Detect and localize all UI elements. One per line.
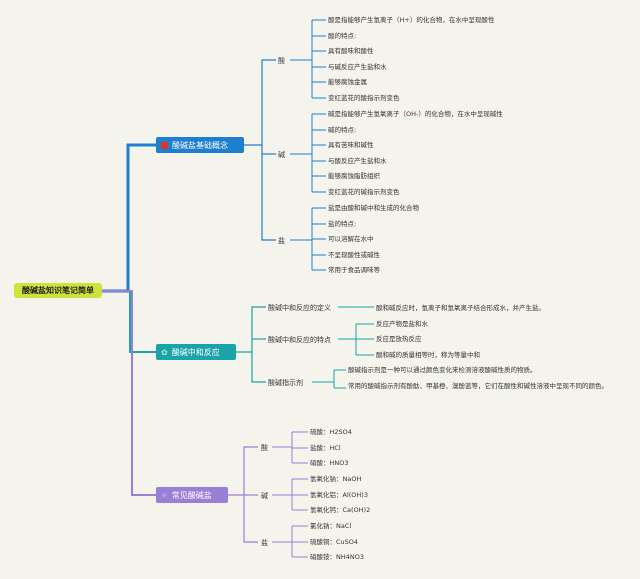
group-label-acid[interactable]: 酸	[278, 57, 285, 65]
leaf[interactable]: 不呈现酸性或碱性	[328, 251, 380, 259]
group-label-acid[interactable]: 酸	[261, 444, 268, 452]
leaf[interactable]: 氢氧化钙：Ca(OH)2	[310, 506, 371, 514]
connector-line	[290, 20, 313, 98]
leaf[interactable]: 硫酸铜：CuSO4	[310, 538, 359, 546]
connector-line	[312, 370, 335, 388]
leaf[interactable]: 具有苦味和碱性	[328, 141, 374, 149]
branch-basic-concepts[interactable]: 酸碱盐基础概念	[156, 137, 244, 153]
red-square-icon	[161, 141, 168, 149]
leaf[interactable]: 具有酸味和酸性	[328, 47, 374, 55]
leaf[interactable]: 氢氧化铝：Al(OH)3	[310, 491, 368, 499]
leaf[interactable]: 盐的特点:	[328, 220, 357, 228]
connector-line	[338, 324, 357, 355]
group-label-indicator[interactable]: 酸碱指示剂	[268, 379, 303, 387]
leaf[interactable]: 反应产物是盐和水	[376, 320, 428, 328]
group-label-features[interactable]: 酸碱中和反应的特点	[268, 336, 331, 344]
leaf[interactable]: 氢氧化钠：NaOH	[310, 475, 362, 483]
leaf[interactable]: 盐是由酸和碱中和生成的化合物	[328, 204, 419, 212]
leaf[interactable]: 能够腐蚀金属	[328, 78, 367, 86]
leaf[interactable]: 与酸反应产生盐和水	[328, 157, 387, 165]
leaf[interactable]: 碱是指能够产生氢氧离子（OH-）的化合物，在水中呈现碱性	[328, 110, 503, 118]
branch-common[interactable]: ✧ 常见酸碱盐	[156, 487, 228, 503]
flower-icon: ✿	[161, 347, 168, 357]
leaf[interactable]: 硝酸铵：NH4NO3	[310, 553, 364, 561]
leaf[interactable]: 酸是指能够产生氢离子（H+）的化合物，在水中呈现酸性	[328, 16, 495, 24]
group-label-definition[interactable]: 酸碱中和反应的定义	[268, 304, 331, 312]
leaf[interactable]: 酸和碱的质量相等时，称为等量中和	[376, 351, 480, 359]
leaf[interactable]: 硫酸：H2SO4	[310, 428, 352, 436]
leaf[interactable]: 变红蓝花的酸指示剂变色	[328, 94, 400, 102]
branch-title: 常见酸碱盐	[171, 490, 212, 500]
connector-line	[272, 432, 293, 463]
leaf[interactable]: 酸和碱反应时，氢离子和氢氧离子结合形成水，并产生盐。	[376, 304, 545, 312]
group-label-salt[interactable]: 盐	[278, 237, 285, 245]
group-label-base[interactable]: 碱	[261, 492, 268, 500]
connector-line	[243, 495, 258, 543]
leaf[interactable]: 硝酸：HNO3	[310, 459, 349, 467]
connector-line	[261, 145, 276, 241]
connector-line	[290, 114, 313, 192]
leaf[interactable]: 能够腐蚀脂肪组织	[328, 172, 380, 180]
leaf[interactable]: 反应是放热反应	[376, 335, 422, 343]
leaf[interactable]: 常用于食品调味等	[328, 266, 380, 274]
connector-line	[244, 59, 276, 146]
group-label-salt[interactable]: 盐	[261, 539, 268, 547]
connector-line	[272, 526, 293, 557]
connector-line	[272, 479, 293, 510]
leaf[interactable]: 氯化钠：NaCl	[310, 522, 352, 530]
leaf[interactable]: 酸碱指示剂是一种可以通过颜色变化来检测溶液酸碱性质的物质。	[348, 366, 537, 374]
connector-line	[290, 208, 313, 270]
group-label-base[interactable]: 碱	[278, 151, 285, 159]
sparkle-icon: ✧	[161, 490, 168, 500]
branch-neutralization[interactable]: ✿ 酸碱中和反应	[156, 344, 236, 360]
branch-title: 酸碱盐基础概念	[172, 140, 228, 150]
root-to-branch-3	[102, 290, 156, 496]
connector-line	[228, 446, 258, 496]
root-to-branch-2	[102, 290, 156, 353]
leaf[interactable]: 盐酸：HCl	[310, 444, 341, 452]
branch-title: 酸碱中和反应	[171, 347, 220, 357]
connector-line	[236, 306, 266, 353]
leaf[interactable]: 可以溶解在水中	[328, 235, 374, 243]
leaf[interactable]: 与碱反应产生盐和水	[328, 63, 387, 71]
root-to-branch-1	[102, 143, 156, 293]
leaf[interactable]: 酸的特点:	[328, 32, 357, 40]
leaf[interactable]: 常用的酸碱指示剂有酚酞、甲基橙、溴酚蓝等，它们在酸性和碱性溶液中呈现不同的颜色。	[348, 382, 608, 390]
leaf[interactable]: 变红蓝花的碱指示剂变色	[328, 188, 400, 196]
root-node[interactable]: 酸碱盐知识笔记简单	[14, 283, 102, 298]
leaf[interactable]: 碱的特点:	[328, 126, 357, 134]
connector-line	[251, 352, 266, 383]
